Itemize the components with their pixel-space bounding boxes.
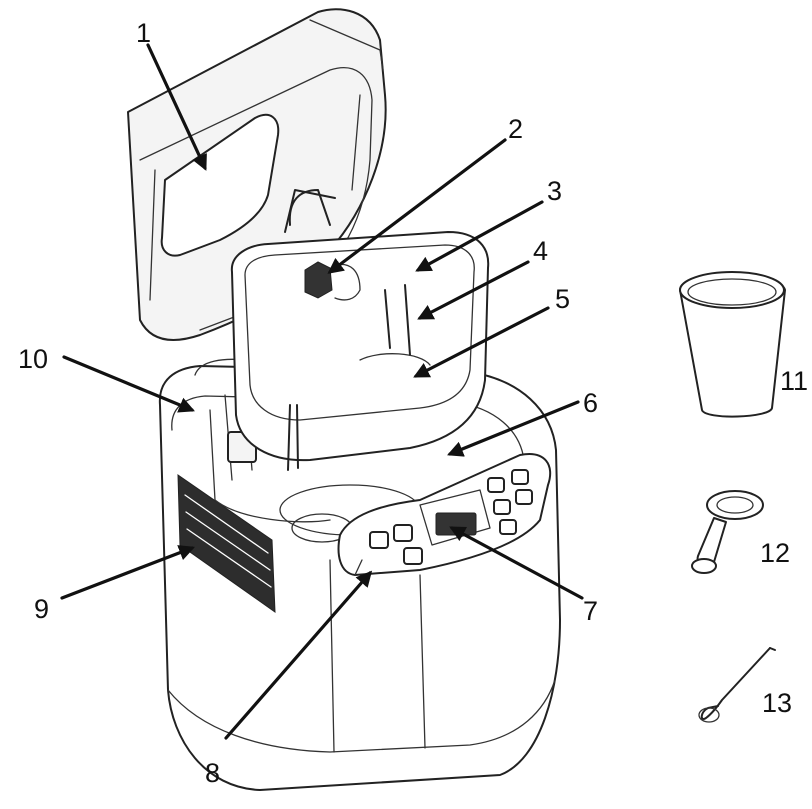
arrow-10 bbox=[62, 355, 195, 413]
arrow-6 bbox=[447, 400, 580, 457]
measuring-spoon bbox=[691, 490, 764, 574]
callout-12: 12 bbox=[760, 538, 790, 568]
callout-labels: 1 2 3 4 5 6 7 8 9 10 11 12 13 bbox=[18, 18, 808, 788]
callout-2: 2 bbox=[508, 114, 523, 144]
kneading-paddle-hook bbox=[698, 647, 776, 723]
callout-4: 4 bbox=[533, 236, 548, 266]
measuring-cup bbox=[679, 271, 786, 418]
arrow-1 bbox=[146, 43, 207, 171]
arrow-9 bbox=[60, 545, 195, 600]
bread-pan bbox=[230, 189, 490, 471]
callout-11: 11 bbox=[780, 366, 808, 396]
callout-5: 5 bbox=[555, 284, 570, 314]
callout-7: 7 bbox=[583, 596, 598, 626]
arrow-4 bbox=[417, 260, 530, 320]
callout-9: 9 bbox=[34, 594, 49, 624]
arrow-5 bbox=[413, 306, 550, 378]
arrow-2 bbox=[327, 138, 507, 274]
arrow-8 bbox=[224, 570, 373, 740]
callout-3: 3 bbox=[547, 176, 562, 206]
callout-6: 6 bbox=[583, 388, 598, 418]
arrow-3 bbox=[415, 200, 544, 272]
callout-1: 1 bbox=[136, 18, 151, 48]
control-panel bbox=[337, 453, 552, 576]
callout-10: 10 bbox=[18, 344, 48, 374]
callout-arrows bbox=[60, 43, 584, 740]
arrow-7 bbox=[449, 526, 584, 600]
callout-8: 8 bbox=[205, 758, 220, 788]
side-vent bbox=[177, 474, 276, 613]
callout-13: 13 bbox=[762, 688, 792, 718]
